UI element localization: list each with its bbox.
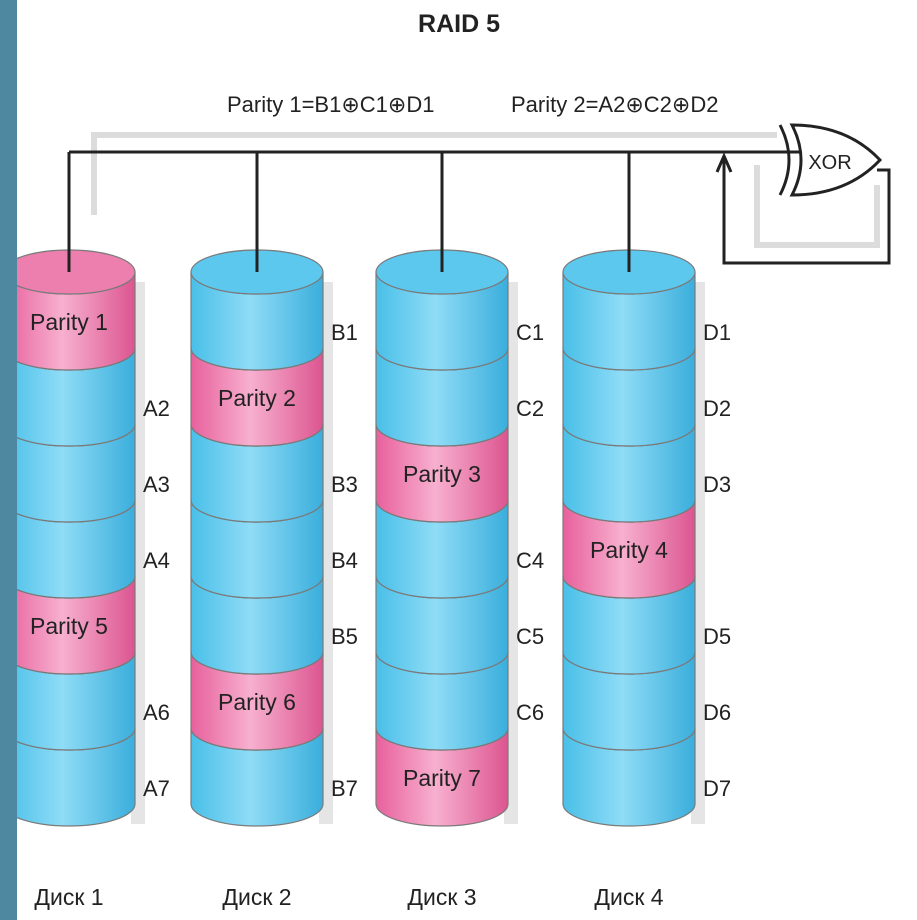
raid5-diagram: RAID 5 Parity 1=B1⊕C1⊕D1 Parity 2=A2⊕C2⊕… <box>17 10 891 910</box>
block-top <box>17 249 136 295</box>
block-label: B7 <box>331 776 358 801</box>
data-block: C1 <box>375 249 544 371</box>
block-label: C2 <box>516 396 544 421</box>
block-label: D5 <box>703 624 731 649</box>
wiring-shadow <box>91 132 880 248</box>
feedback-arrow-icon <box>715 152 733 173</box>
xor-label: XOR <box>808 152 851 174</box>
parity-2-formula: Parity 2=A2⊕C2⊕D2 <box>511 92 718 117</box>
block-label: C1 <box>516 320 544 345</box>
data-block: D1 <box>562 249 731 371</box>
disk-label: Диск 4 <box>594 884 663 910</box>
block-label: A4 <box>143 548 170 573</box>
diagram-frame: RAID 5 Parity 1=B1⊕C1⊕D1 Parity 2=A2⊕C2⊕… <box>17 0 917 920</box>
block-label: B5 <box>331 624 358 649</box>
block-label: D1 <box>703 320 731 345</box>
block-label: A3 <box>143 472 170 497</box>
disk-1: A7 A6 Parity 5 A4 A3 A2 Parity 1 Диск 1 <box>17 249 170 910</box>
xor-gate: XOR <box>778 123 883 197</box>
bus-wiring <box>67 150 891 272</box>
block-label: C6 <box>516 700 544 725</box>
xor-feedback-wire <box>722 158 891 265</box>
block-label: Parity 2 <box>218 385 296 411</box>
block-label: Parity 7 <box>403 765 481 791</box>
block-label: B4 <box>331 548 358 573</box>
block-label: D7 <box>703 776 731 801</box>
left-border <box>0 0 17 920</box>
block-label: Parity 3 <box>403 461 481 487</box>
block-label: Parity 1 <box>30 309 108 335</box>
block-label: A6 <box>143 700 170 725</box>
block-label: B3 <box>331 472 358 497</box>
block-label: A2 <box>143 396 170 421</box>
disk-array: A7 A6 Parity 5 A4 A3 A2 Parity 1 Диск 1 B7 Parity… <box>17 249 731 910</box>
block-label: A7 <box>143 776 170 801</box>
diagram-title: RAID 5 <box>418 10 500 38</box>
parity-block: Parity 1 <box>17 249 136 371</box>
block-label: D3 <box>703 472 731 497</box>
disk-label: Диск 1 <box>34 884 103 910</box>
block-label: Parity 4 <box>590 537 668 563</box>
block-label: Parity 5 <box>30 613 108 639</box>
block-label: D6 <box>703 700 731 725</box>
disk-label: Диск 2 <box>222 884 291 910</box>
parity-1-formula: Parity 1=B1⊕C1⊕D1 <box>227 92 434 117</box>
block-label: D2 <box>703 396 731 421</box>
block-label: B1 <box>331 320 358 345</box>
block-label: C4 <box>516 548 544 573</box>
block-label: C5 <box>516 624 544 649</box>
block-label: Parity 6 <box>218 689 296 715</box>
disk-label: Диск 3 <box>407 884 476 910</box>
